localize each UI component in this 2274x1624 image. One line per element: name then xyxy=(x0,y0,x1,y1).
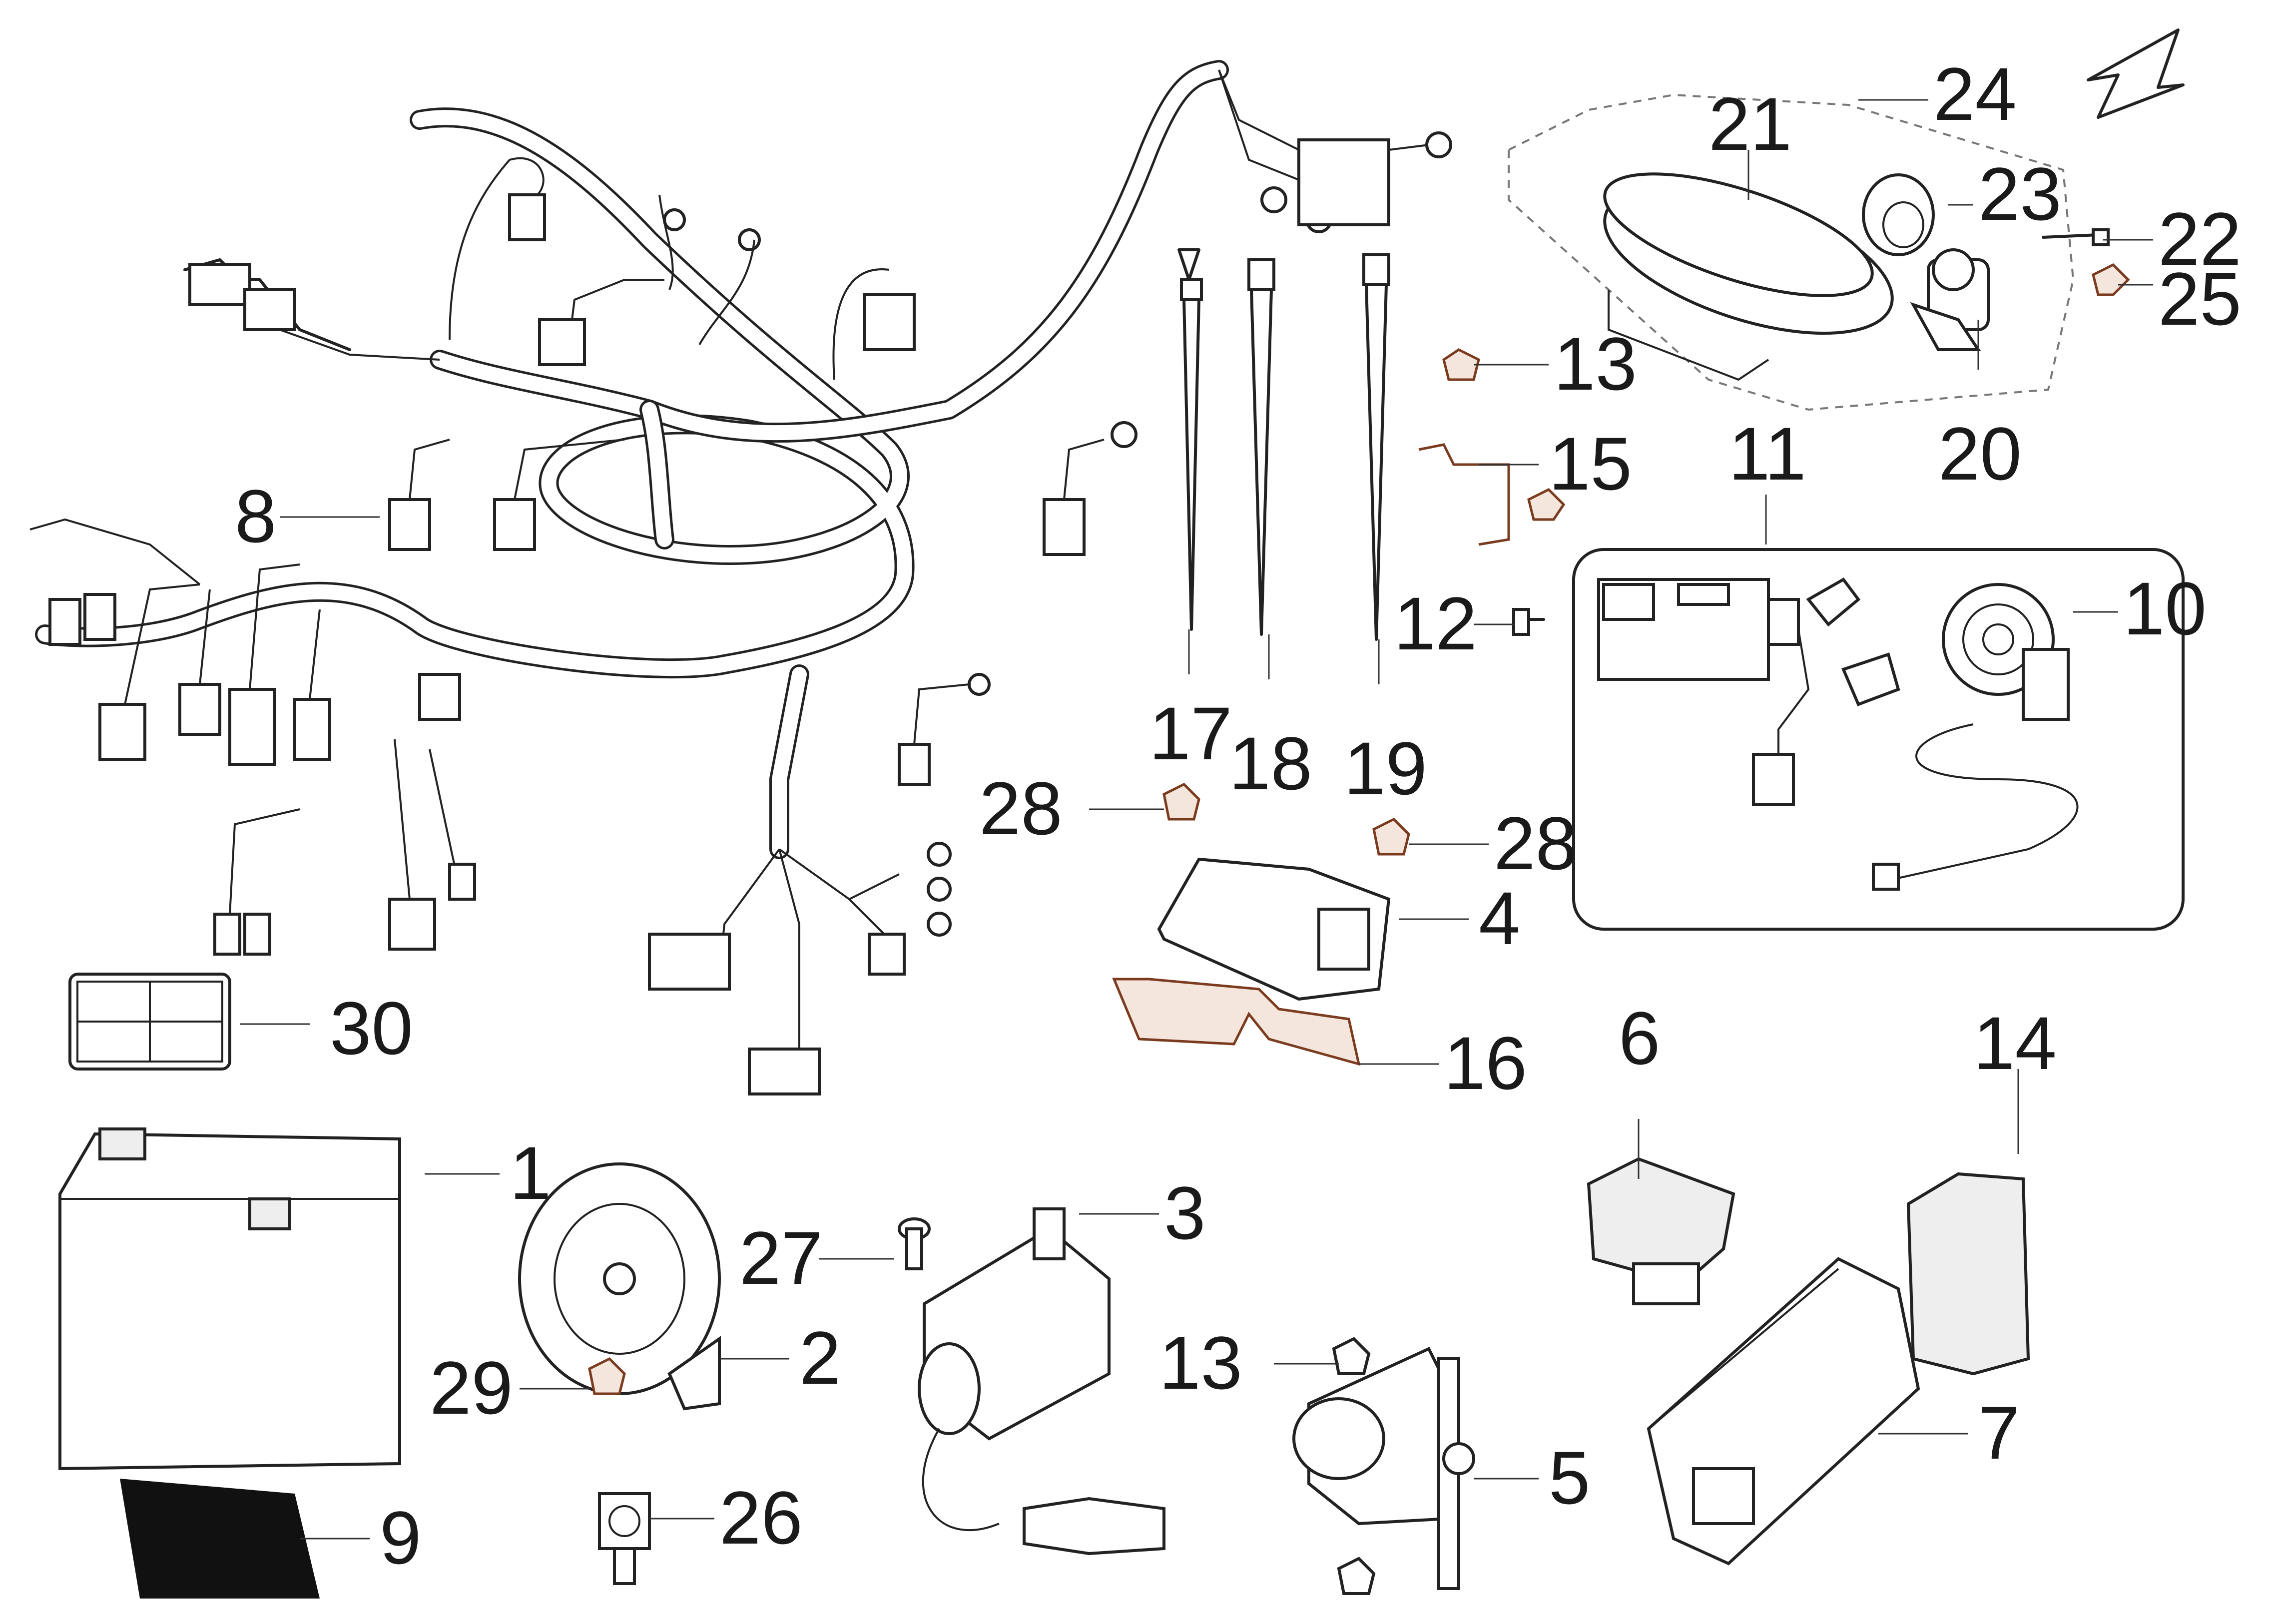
callout-13-top: 13 xyxy=(1554,322,1637,406)
callout-5: 5 xyxy=(1549,1436,1590,1520)
screw-15-nut xyxy=(1527,488,1566,521)
battery-1 xyxy=(58,1127,401,1471)
callout-16: 16 xyxy=(1444,1021,1527,1105)
callout-10: 10 xyxy=(2123,566,2207,650)
flasher-relay-6 xyxy=(1587,1157,1735,1305)
screw-5-bottom xyxy=(1337,1557,1376,1595)
callout-26: 26 xyxy=(719,1476,803,1560)
callout-4: 4 xyxy=(1479,876,1520,960)
callout-17: 17 xyxy=(1149,691,1232,775)
remote-key-fob-1 xyxy=(1806,577,1861,627)
screw-27 xyxy=(898,1217,931,1270)
callout-7: 7 xyxy=(1978,1391,2020,1475)
callout-9: 9 xyxy=(380,1496,421,1580)
cdi-module-7 xyxy=(1647,1257,1920,1566)
speedometer-cover-23 xyxy=(1862,173,1935,256)
callout-20: 20 xyxy=(1938,412,2022,496)
callout-21: 21 xyxy=(1708,82,1792,166)
callout-3: 3 xyxy=(1164,1171,1205,1255)
remote-key-fob-2 xyxy=(1841,652,1900,706)
alarm-siren-10 xyxy=(1872,583,2079,891)
callout-labels: 8 30 1 2 3 4 5 6 7 9 10 11 12 13 13 14 1… xyxy=(235,52,2242,1580)
direction-arrow-icon xyxy=(2087,28,2185,119)
callout-13-bottom: 13 xyxy=(1159,1321,1242,1405)
cable-tie-18 xyxy=(1247,258,1275,636)
callout-11: 11 xyxy=(1728,412,1806,496)
screw-13-top xyxy=(1442,348,1480,381)
fuse-box-30 xyxy=(68,973,231,1071)
screw-22 xyxy=(2042,228,2110,246)
callout-1: 1 xyxy=(510,1131,551,1215)
bolt-29 xyxy=(588,1357,626,1395)
bracket-15 xyxy=(1418,443,1510,546)
callout-12: 12 xyxy=(1394,581,1477,665)
callout-8: 8 xyxy=(235,474,276,558)
callout-28-right: 28 xyxy=(1494,801,1577,885)
speedometer-assembly xyxy=(1508,93,2130,411)
screw-28-right xyxy=(1372,817,1410,856)
callout-30: 30 xyxy=(330,986,413,1070)
horn-2 xyxy=(518,1162,721,1411)
clip-26 xyxy=(598,1492,651,1585)
callout-18: 18 xyxy=(1229,721,1312,805)
cdi-unit-4 xyxy=(1157,857,1391,1001)
callout-29: 29 xyxy=(430,1346,513,1430)
callout-27: 27 xyxy=(739,1216,823,1300)
screw-28-left xyxy=(1162,782,1200,821)
callout-14: 14 xyxy=(1973,1001,2057,1085)
cable-tie-17 xyxy=(1177,248,1203,631)
callout-2: 2 xyxy=(799,1316,841,1400)
callout-15: 15 xyxy=(1549,422,1632,506)
battery-pad-9 xyxy=(120,1479,320,1599)
callout-25: 25 xyxy=(2158,257,2242,341)
screw-13-bottom xyxy=(1332,1337,1371,1375)
callout-28-left: 28 xyxy=(979,766,1063,850)
ignition-switch-20 xyxy=(1910,248,1990,351)
callout-24: 24 xyxy=(1933,52,2017,136)
callout-22: 22 xyxy=(2158,197,2242,281)
alarm-control-unit xyxy=(1597,578,1800,681)
callout-6: 6 xyxy=(1619,996,1660,1080)
nut-25 xyxy=(2092,263,2130,296)
regulator-14 xyxy=(1906,1172,2030,1376)
ignition-coil-3 xyxy=(918,1207,1165,1556)
leader-lines xyxy=(240,99,2153,1540)
wiring-harness xyxy=(29,60,1452,1095)
alarm-kit-11 xyxy=(1572,548,2185,931)
cable-tie-19 xyxy=(1362,253,1390,641)
callout-19: 19 xyxy=(1344,726,1427,810)
callout-23: 23 xyxy=(1978,152,2062,236)
starter-relay-5 xyxy=(1292,1347,1475,1590)
screw-12 xyxy=(1512,608,1545,636)
